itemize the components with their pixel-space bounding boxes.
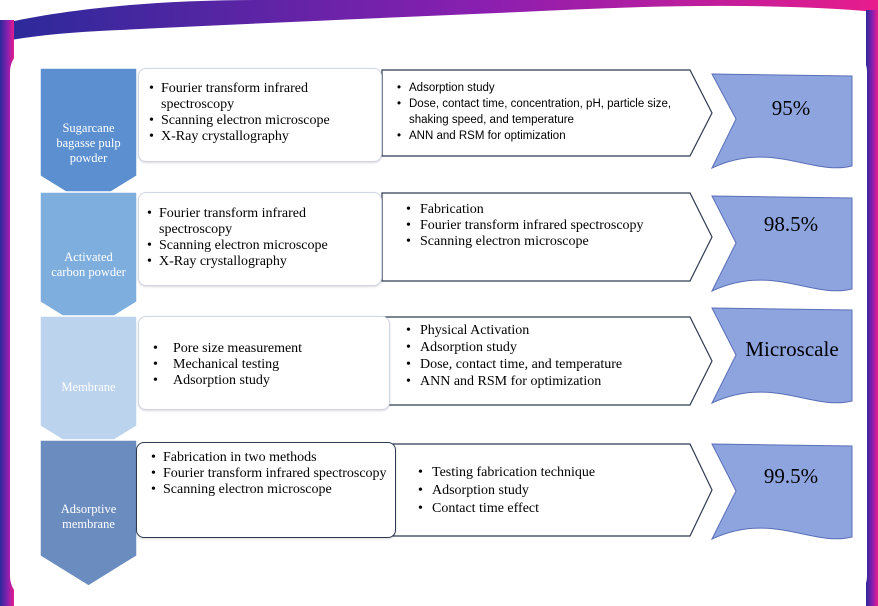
list-item: Scanning electron microscope [147, 238, 375, 254]
list-item: Adsorption study [147, 373, 383, 389]
list-item: Contact time effect [416, 500, 696, 518]
list-item: Dose, contact time, and temperature [404, 356, 694, 373]
list-item: Fourier transform infrared spectroscopy [151, 466, 389, 482]
characterization-panel: Fourier transform infrared spectroscopy … [138, 192, 382, 286]
list-item: Fourier transform infrared spectroscopy [149, 81, 375, 113]
list-item: Testing fabrication technique [416, 464, 696, 482]
result-value: 98.5% [763, 212, 819, 236]
list-item: Adsorption study [416, 482, 696, 500]
characterization-panel: Pore size measurement Mechanical testing… [138, 316, 390, 410]
list-item: Scanning electron microscope [404, 234, 694, 250]
list-item: Adsorption study [395, 80, 695, 96]
list-item: ANN and RSM for optimization [404, 373, 694, 390]
result-value: 99.5% [763, 464, 819, 488]
process-list: Adsorption study Dose, contact time, con… [395, 80, 695, 144]
result-value: 95% [771, 96, 811, 120]
list-item: Fabrication [404, 202, 694, 218]
list-item: Scanning electron microscope [149, 113, 375, 129]
stage-label: Membrane [61, 380, 116, 394]
process-list: Physical Activation Adsorption study Dos… [404, 322, 694, 390]
list-item: X-Ray crystallography [147, 254, 375, 270]
result-value: Microscale [745, 337, 839, 361]
characterization-panel: Fourier transform infrared spectroscopy … [138, 68, 382, 162]
list-item: Mechanical testing [147, 357, 383, 373]
list-item: Fabrication in two methods [151, 450, 389, 466]
list-item: X-Ray crystallography [149, 129, 375, 145]
list-item: Fourier transform infrared spectroscopy [404, 218, 694, 234]
list-item: ANN and RSM for optimization [395, 128, 695, 144]
list-item: Pore size measurement [147, 341, 383, 357]
list-item: Physical Activation [404, 322, 694, 339]
list-item: Adsorption study [404, 339, 694, 356]
characterization-panel: Fabrication in two methods Fourier trans… [136, 442, 396, 538]
list-item: Dose, contact time, concentration, pH, p… [395, 96, 695, 128]
list-item: Fourier transform infrared spectroscopy [147, 206, 375, 238]
list-item: Scanning electron microscope [151, 482, 389, 498]
process-list: Fabrication Fourier transform infrared s… [404, 202, 694, 250]
process-list: Testing fabrication technique Adsorption… [416, 464, 696, 518]
